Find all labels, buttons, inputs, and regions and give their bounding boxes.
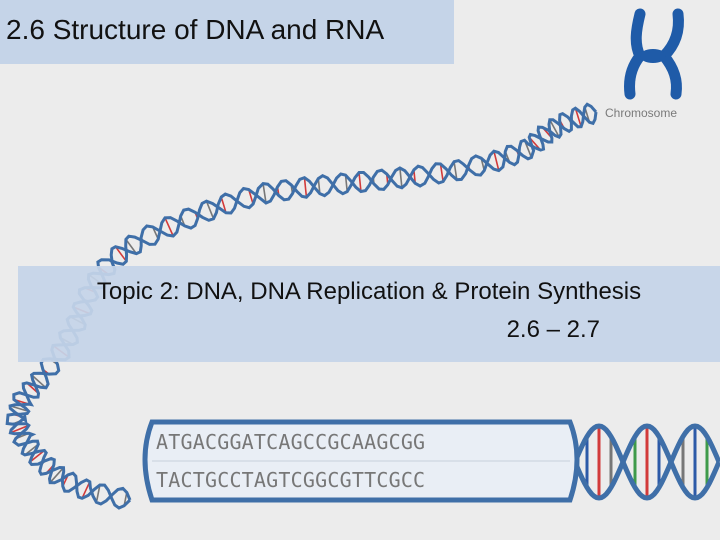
base-pair-rung: [114, 246, 127, 262]
base-pair-rung: [549, 119, 560, 138]
helix-backbone: [5, 106, 598, 510]
base-pair-rung: [29, 449, 45, 463]
base-pair-rung: [303, 177, 308, 198]
base-pair-rung: [262, 183, 267, 204]
unwound-dna-strand: [142, 419, 580, 503]
base-pair-rung: [205, 200, 215, 220]
title-bar: 2.6 Structure of DNA and RNA: [0, 0, 454, 64]
base-pair-rung: [574, 107, 582, 127]
base-pair-rung: [220, 196, 227, 214]
chromosome-icon: [624, 8, 684, 100]
topic-heading: Topic 2: DNA, DNA Replication & Protein …: [96, 278, 642, 305]
section-range: 2.6 – 2.7: [506, 316, 600, 343]
base-pair-rung: [493, 151, 500, 171]
base-pair-rung: [10, 424, 30, 434]
base-pair-rung: [49, 467, 65, 484]
chromosome-label: Chromosome: [605, 106, 678, 120]
base-pair-rung: [164, 217, 174, 237]
base-pair-rung: [95, 484, 101, 503]
caption-box: Topic 2: DNA, DNA Replication & Protein …: [18, 266, 720, 362]
helix-backbone: [572, 423, 720, 501]
base-pair-rung: [399, 167, 403, 188]
base-pair-rung: [453, 161, 458, 180]
sequence-bottom-strand: TACTGCCTAGTCGGCGTTCGCC: [156, 468, 426, 492]
base-pair-rung: [81, 481, 91, 499]
sequence-top-strand: ATGACGGATCAGCCGCAAGCGG: [156, 430, 426, 454]
helix-backbone: [572, 423, 720, 501]
base-pair-rung: [31, 374, 47, 389]
base-pair-rung: [125, 238, 138, 255]
base-pair-rung: [439, 163, 444, 182]
slide-title: 2.6 Structure of DNA and RNA: [6, 14, 385, 45]
base-pair-rung: [344, 175, 348, 192]
base-pair-rung: [9, 405, 29, 413]
base-pair-rung: [358, 172, 362, 192]
